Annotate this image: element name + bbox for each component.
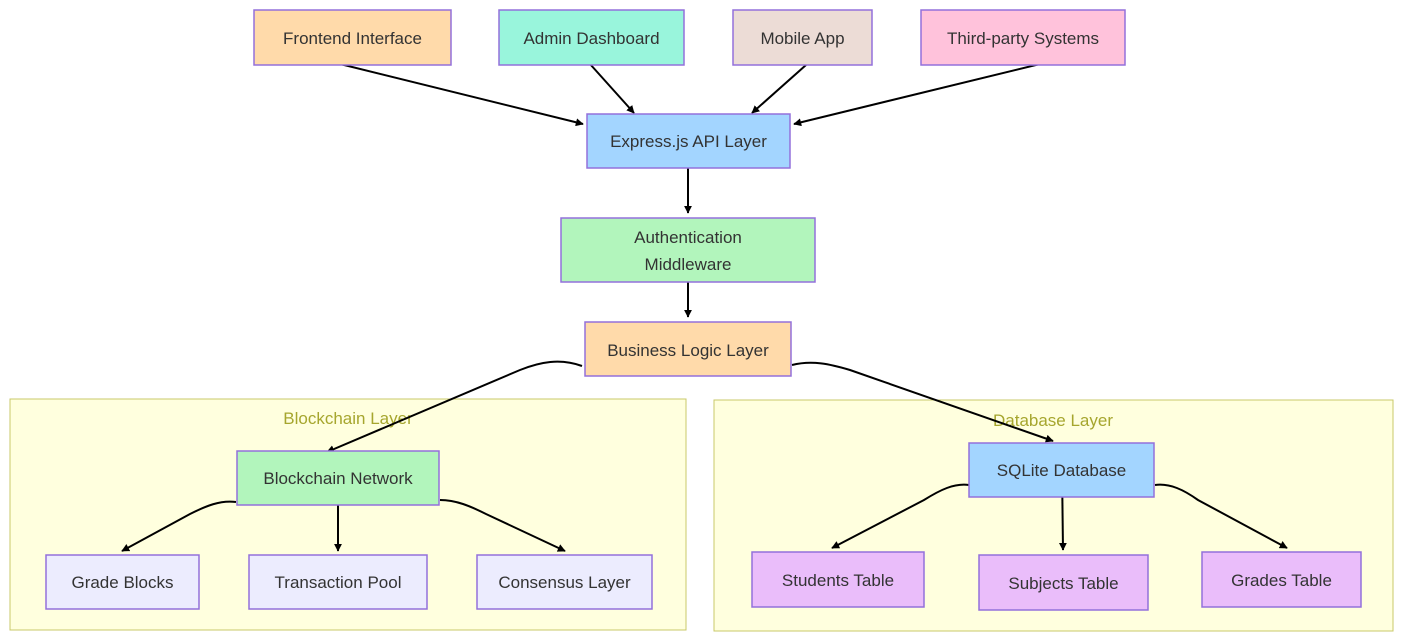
node-sqlite-database-label: SQLite Database bbox=[997, 461, 1126, 480]
cluster-blockchain-label: Blockchain Layer bbox=[283, 409, 413, 428]
node-business-logic-layer: Business Logic Layer bbox=[584, 321, 792, 377]
node-grades-table: Grades Table bbox=[1201, 551, 1362, 608]
edges bbox=[121, 62, 1288, 552]
edge-sqlite-to-students bbox=[831, 483, 970, 549]
node-students-table-label: Students Table bbox=[782, 571, 894, 590]
edge-network-to-grade-blocks bbox=[121, 500, 237, 552]
node-grade-blocks-label: Grade Blocks bbox=[71, 573, 173, 592]
edge-business-to-sqlite bbox=[791, 361, 1054, 443]
node-authentication-middleware-label-line1: Authentication bbox=[634, 228, 742, 247]
node-admin-dashboard: Admin Dashboard bbox=[498, 9, 685, 66]
node-sqlite-database: SQLite Database bbox=[968, 442, 1155, 498]
edge-admin-to-api bbox=[589, 63, 635, 114]
node-third-party-systems: Third-party Systems bbox=[920, 9, 1126, 66]
edge-mobile-to-api bbox=[751, 64, 807, 114]
node-grades-table-label: Grades Table bbox=[1231, 571, 1332, 590]
node-consensus-layer-label: Consensus Layer bbox=[498, 573, 631, 592]
node-business-logic-layer-label: Business Logic Layer bbox=[607, 341, 769, 360]
node-consensus-layer: Consensus Layer bbox=[476, 554, 653, 610]
edge-thirdparty-to-api bbox=[793, 63, 1041, 127]
node-authentication-middleware-label-line2: Middleware bbox=[645, 255, 732, 274]
node-blockchain-network-label: Blockchain Network bbox=[263, 469, 413, 488]
node-third-party-systems-label: Third-party Systems bbox=[947, 29, 1099, 48]
node-mobile-app: Mobile App bbox=[732, 9, 873, 66]
node-frontend-interface-label: Frontend Interface bbox=[283, 29, 422, 48]
edge-frontend-to-api bbox=[335, 62, 584, 127]
node-subjects-table-label: Subjects Table bbox=[1008, 574, 1118, 593]
node-transaction-pool-label: Transaction Pool bbox=[275, 573, 402, 592]
node-grade-blocks: Grade Blocks bbox=[45, 554, 200, 610]
node-express-api-layer-label: Express.js API Layer bbox=[610, 132, 767, 151]
node-express-api-layer: Express.js API Layer bbox=[586, 113, 791, 169]
node-mobile-app-label: Mobile App bbox=[760, 29, 844, 48]
node-subjects-table: Subjects Table bbox=[978, 554, 1149, 611]
edge-sqlite-to-grades bbox=[1154, 483, 1288, 549]
node-admin-dashboard-label: Admin Dashboard bbox=[523, 29, 659, 48]
node-blockchain-network: Blockchain Network bbox=[236, 450, 440, 506]
edge-network-to-consensus bbox=[439, 499, 566, 552]
edge-business-to-network bbox=[326, 360, 583, 453]
node-frontend-interface: Frontend Interface bbox=[253, 9, 452, 66]
cluster-database-label: Database Layer bbox=[993, 411, 1113, 430]
node-transaction-pool: Transaction Pool bbox=[248, 554, 428, 610]
node-authentication-middleware: Authentication Middleware bbox=[560, 217, 816, 283]
node-students-table: Students Table bbox=[751, 551, 925, 608]
